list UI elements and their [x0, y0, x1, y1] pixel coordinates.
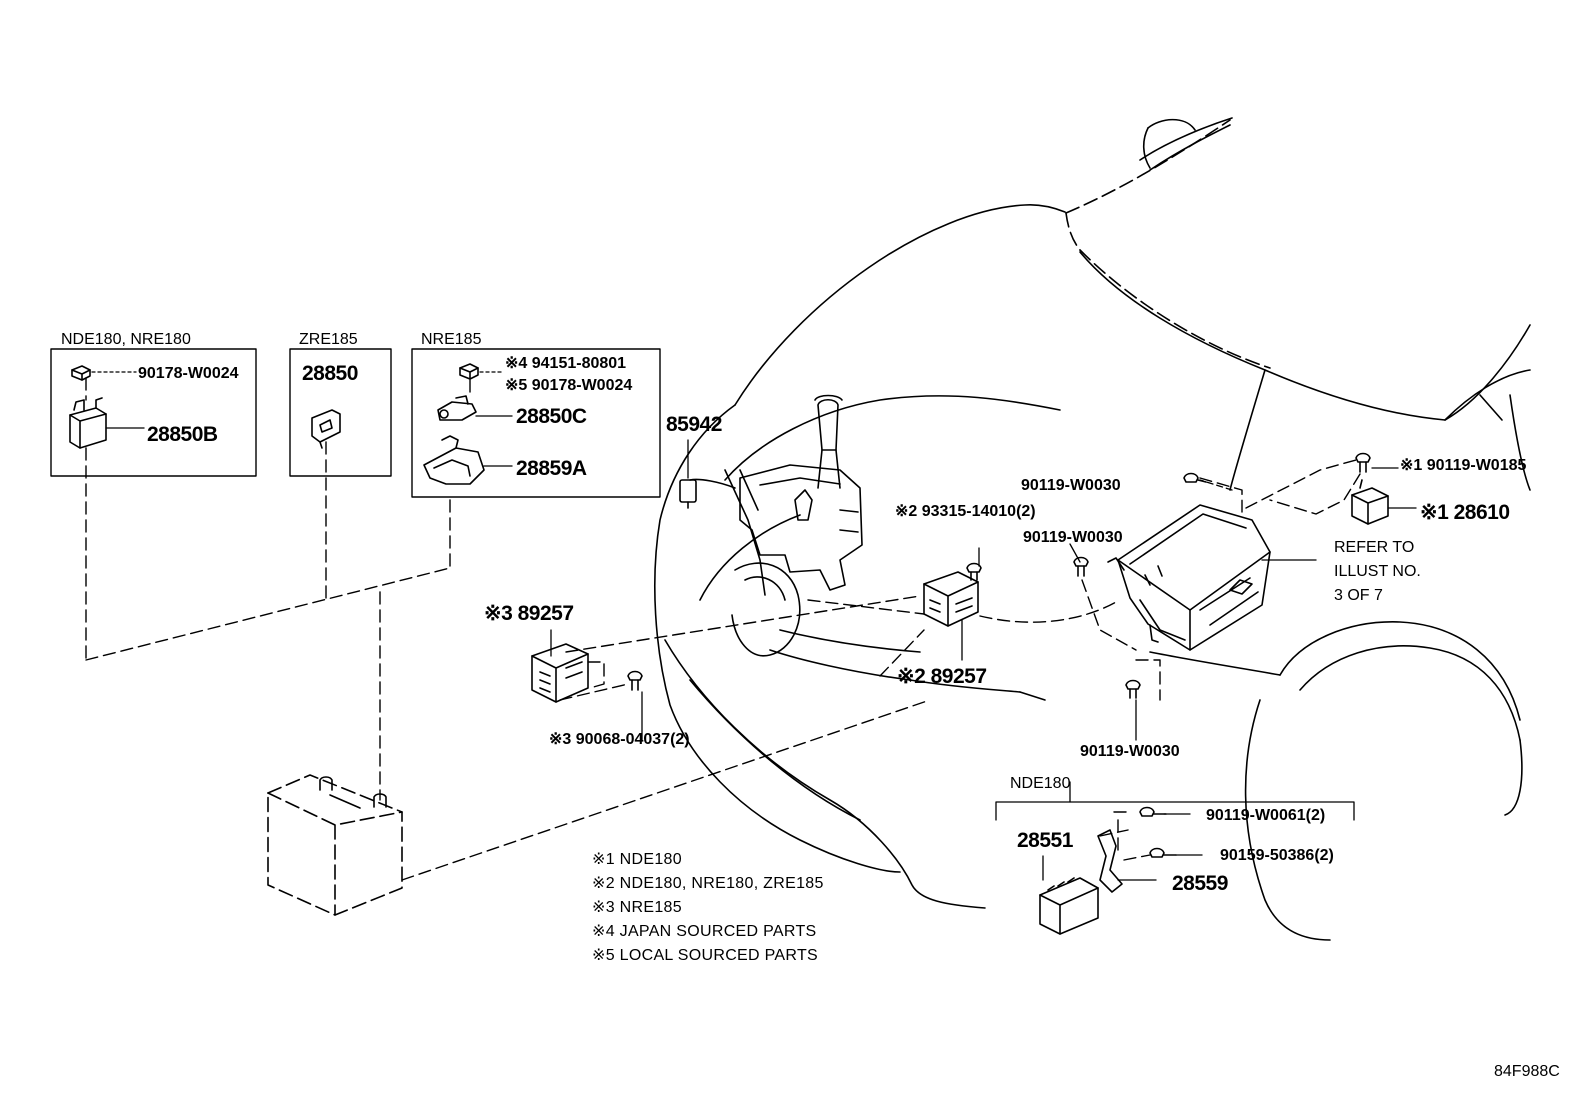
relay-28551-icon: [1039, 877, 1099, 935]
sensor-28850b-icon: [69, 397, 107, 449]
part-label-28859a[interactable]: 28859A: [516, 457, 587, 480]
screw-icon: [966, 562, 982, 581]
screw-icon: [1125, 679, 1141, 699]
screw-icon: [1355, 452, 1371, 473]
relay-28610-icon: [1351, 479, 1389, 525]
part-label-28551[interactable]: 28551: [1017, 829, 1073, 852]
note-5: ※5 LOCAL SOURCED PARTS: [592, 947, 818, 964]
part-label-90178-w0024[interactable]: 90178-W0024: [138, 365, 239, 382]
leader-lines: [91, 371, 1417, 881]
battery: [267, 774, 403, 916]
part-label-90159-50386[interactable]: 90159-50386(2): [1220, 847, 1334, 864]
part-label-28559[interactable]: 28559: [1172, 872, 1228, 895]
part-label-28850c[interactable]: 28850C: [516, 405, 587, 428]
group-label-zre185: ZRE185: [299, 331, 358, 348]
bolt-icon: [1139, 806, 1167, 817]
part-label-28850b[interactable]: 28850B: [147, 423, 218, 446]
dashed-connections: [85, 377, 1361, 881]
group-box-zre185: [289, 348, 392, 477]
refer-line-1: REFER TO: [1334, 539, 1415, 556]
part-label-89257-nre185[interactable]: ※3 89257: [484, 602, 574, 625]
screw-icon: [627, 670, 643, 691]
group-box-nre185: [411, 348, 661, 498]
bolt-icon: [1149, 847, 1177, 858]
note-3: ※3 NRE185: [592, 899, 682, 916]
part-label-90178-w0024-local[interactable]: ※5 90178-W0024: [505, 377, 633, 394]
relay-block-assembly: [1107, 504, 1271, 651]
part-label-28610[interactable]: ※1 28610: [1420, 501, 1510, 524]
note-4: ※4 JAPAN SOURCED PARTS: [592, 923, 817, 940]
note-1: ※1 NDE180: [592, 851, 682, 868]
group-label-nde180-bottom: NDE180: [1010, 775, 1071, 792]
part-label-90119-w0030-bottom[interactable]: 90119-W0030: [1080, 743, 1180, 760]
part-label-90119-w0030-mid[interactable]: 90119-W0030: [1023, 529, 1123, 546]
bracket-28859a-icon: [423, 435, 485, 485]
part-label-85942[interactable]: 85942: [666, 413, 722, 436]
group-label-nde180-nre180: NDE180, NRE180: [61, 331, 191, 348]
refer-line-2: ILLUST NO.: [1334, 563, 1421, 580]
figure-id: 84F988C: [1494, 1063, 1560, 1080]
group-box-nde180-nre180: [50, 348, 257, 477]
part-label-90068-04037[interactable]: ※3 90068-04037(2): [549, 731, 690, 748]
part-label-90119-w0061[interactable]: 90119-W0061(2): [1206, 807, 1326, 824]
car-body-outline: [653, 117, 1531, 941]
module-89257-right-icon: [923, 571, 979, 627]
screw-icon: [1073, 556, 1089, 577]
part-label-94151-80801[interactable]: ※4 94151-80801: [505, 355, 627, 372]
group-label-nre185: NRE185: [421, 331, 482, 348]
module-89257-left-icon: [531, 643, 589, 703]
part-label-89257-common[interactable]: ※2 89257: [897, 665, 987, 688]
bracket-28559-icon: [1097, 829, 1123, 893]
part-label-28850[interactable]: 28850: [302, 362, 358, 385]
nut-icon: [459, 363, 479, 380]
sensor-28850c-icon: [437, 395, 477, 421]
part-label-90119-w0185[interactable]: ※1 90119-W0185: [1400, 457, 1527, 474]
note-2: ※2 NDE180, NRE180, ZRE185: [592, 875, 824, 892]
part-label-93315-14010[interactable]: ※2 93315-14010(2): [895, 503, 1036, 520]
refer-line-3: 3 OF 7: [1334, 587, 1383, 604]
nut-icon: [71, 365, 91, 381]
part-label-90119-w0030-top[interactable]: 90119-W0030: [1021, 477, 1121, 494]
washer-tank-assembly: [679, 394, 863, 596]
sensor-28850-icon: [311, 409, 341, 449]
